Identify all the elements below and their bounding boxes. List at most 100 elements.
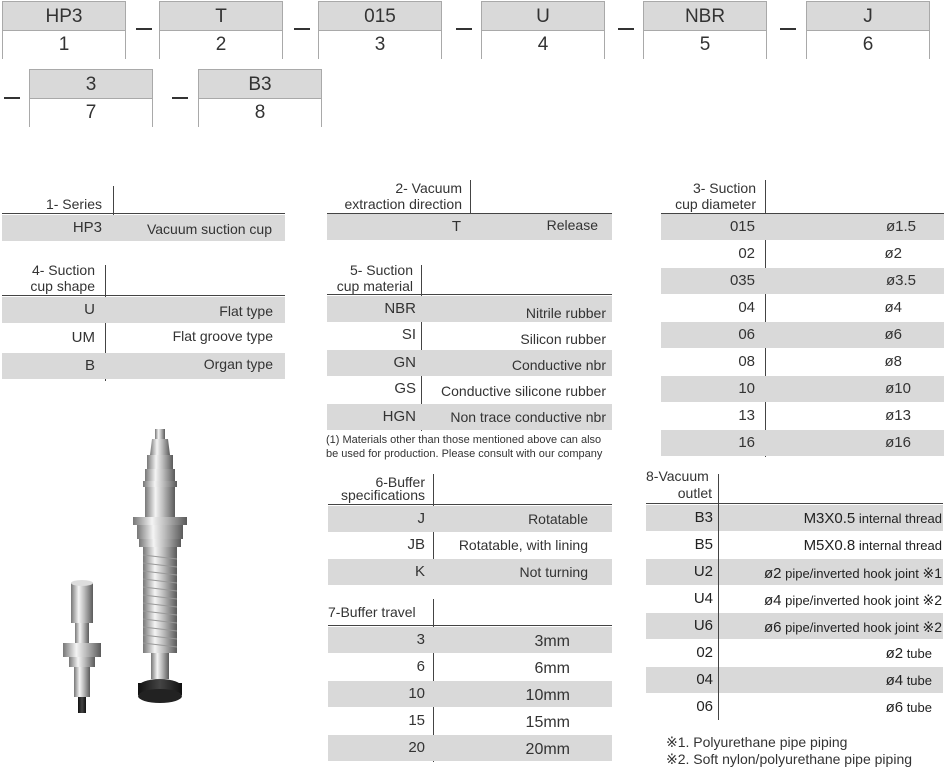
outlet-type: internal thread: [855, 511, 942, 526]
row-desc: ø2 pipe/inverted hook joint ※1: [720, 559, 942, 585]
outlet-size: ø2: [764, 565, 782, 582]
row-desc: Rotatable: [528, 511, 588, 527]
code-dash: [618, 28, 634, 30]
row-desc: ø2: [884, 245, 902, 262]
table-row: UM Flat groove type: [2, 325, 285, 351]
code-box-5: NBR 5: [643, 1, 767, 59]
row-code: B5: [694, 536, 713, 553]
table-row: K Not turning: [328, 559, 612, 585]
table-row: NBR Nitrile rubber: [327, 296, 612, 322]
table-header: 5- Suction: [349, 262, 413, 278]
outlet-note-mark: ※1: [922, 565, 942, 581]
row-desc: Silicon rubber: [520, 331, 606, 347]
table-header: 7-Buffer travel: [328, 604, 416, 620]
divider: [327, 213, 612, 214]
table-header: cup material: [336, 278, 413, 294]
table-row: 04 ø4: [661, 295, 944, 321]
row-code: K: [414, 563, 425, 580]
code-dash: [294, 28, 310, 30]
divider: [718, 640, 719, 666]
table-header: cup diameter: [675, 196, 756, 212]
table-row: U2 ø2 pipe/inverted hook joint ※1: [646, 559, 943, 585]
table-row: SI Silicon rubber: [327, 322, 612, 348]
row-desc: Rotatable, with lining: [458, 537, 588, 553]
table-row: 20 20mm: [328, 735, 612, 761]
table-row: 6 6mm: [328, 654, 612, 680]
divider: [421, 265, 422, 431]
vacuum-suction-cup-illustration: [63, 429, 187, 713]
code-index: 6: [807, 31, 929, 59]
row-desc: ø6 pipe/inverted hook joint ※2: [720, 613, 942, 639]
code-box-3: 015 3: [318, 1, 442, 59]
code-value: U: [482, 2, 604, 31]
row-code: U2: [693, 563, 713, 580]
outlet-size: ø6: [764, 619, 782, 636]
outlet-type: tube: [903, 673, 932, 688]
row-code: B3: [694, 509, 713, 526]
row-desc: ø16: [885, 434, 911, 451]
row-desc: 10mm: [525, 687, 570, 704]
material-table: 5- Suction cup material NBR Nitrile rubb…: [327, 262, 612, 432]
material-note: be used for production. Please consult w…: [326, 448, 603, 460]
row-code: 015: [729, 218, 755, 235]
row-desc: Conductive nbr: [511, 357, 606, 373]
table-row: 02 ø2: [661, 241, 944, 267]
row-code: SI: [401, 326, 416, 343]
table-header: 4- Suction: [31, 262, 95, 278]
divider: [433, 599, 434, 762]
code-box-2: T 2: [159, 1, 283, 59]
large-suction-cup: [133, 429, 187, 703]
row-code: 06: [696, 698, 713, 715]
row-code: UM: [71, 329, 95, 346]
table-row: J Rotatable: [328, 506, 612, 532]
row-desc: Conductive silicone rubber: [441, 383, 606, 399]
divider: [718, 559, 719, 585]
material-note: (1) Materials other than those mentioned…: [326, 434, 602, 446]
outlet-type: tube: [903, 700, 932, 715]
divider: [2, 213, 285, 214]
diameter-table: 3- Suction cup diameter 015 ø1.5 02 ø2 0…: [661, 180, 944, 458]
table-row: T Release: [327, 214, 612, 240]
outlet-note: ※1. Polyurethane pipe piping: [666, 734, 848, 750]
small-suction-cup: [63, 580, 101, 713]
divider: [765, 180, 766, 457]
code-box-8: B3 8: [198, 69, 322, 127]
row-code: JB: [407, 536, 425, 553]
row-desc: ø8: [884, 353, 902, 370]
row-desc: ø10: [885, 380, 911, 397]
code-box-7: 3 7: [29, 69, 153, 127]
row-code: GN: [393, 354, 417, 371]
row-desc: ø4 pipe/inverted hook joint ※2: [720, 586, 942, 612]
table-row: HP3 Vacuum suction cup: [2, 215, 285, 241]
row-code: 08: [738, 353, 755, 370]
row-desc: 20mm: [525, 741, 570, 758]
code-value: NBR: [644, 2, 766, 31]
row-code: 6: [416, 658, 425, 675]
divider: [718, 586, 719, 612]
table-row: JB Rotatable, with lining: [328, 532, 612, 558]
code-box-1: HP3 1: [2, 1, 126, 59]
divider: [718, 667, 719, 693]
table-header: 6-Buffer: [375, 474, 425, 490]
divider: [718, 505, 719, 531]
row-code: NBR: [384, 300, 416, 317]
table-row: 10 10mm: [328, 681, 612, 707]
outlet-type: pipe/inverted hook joint: [781, 620, 923, 635]
table-row: 13 ø13: [661, 403, 944, 429]
code-index: 2: [160, 31, 282, 59]
code-index: 5: [644, 31, 766, 59]
code-value: J: [807, 2, 929, 31]
table-row: 10 ø10: [661, 376, 944, 402]
row-code: 13: [738, 407, 755, 424]
row-desc: ø13: [885, 407, 911, 424]
row-code: 02: [738, 245, 755, 262]
row-code: 06: [738, 326, 755, 343]
row-desc: Flat groove type: [172, 328, 273, 344]
table-header: 8-Vacuum: [646, 468, 709, 484]
